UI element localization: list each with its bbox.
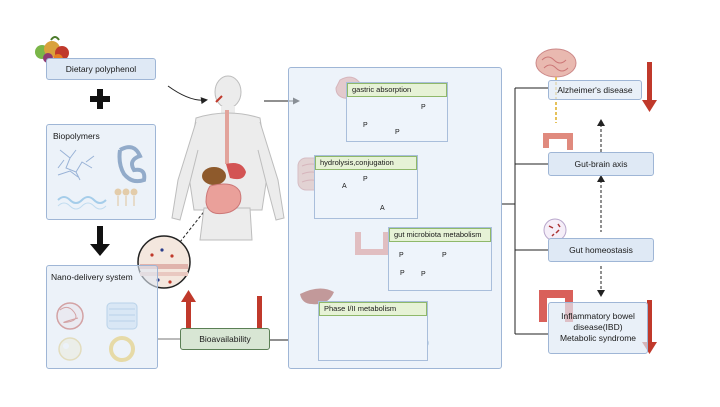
marker-a: A (380, 205, 385, 212)
marker-p: P (421, 104, 426, 111)
marker-p: P (363, 122, 368, 129)
gastric-absorption-step: gastric absorption (346, 82, 448, 142)
ibd-label-line1: Inflammatory bowel (561, 311, 635, 321)
gut-microbiota-label: gut microbiota metabolism (389, 228, 491, 242)
arrow-polyphenol-to-body (167, 85, 208, 105)
marker-p: P (400, 270, 405, 277)
human-body-icon (171, 75, 285, 241)
metabolic-syndrome-label: Metabolic syndrome (559, 333, 637, 343)
dietary-polyphenol-label: Dietary polyphenol (65, 64, 137, 74)
phase-metabolism-label: Phase I/II metabolism (319, 302, 427, 316)
bioavailability-up-arrow (181, 290, 196, 332)
alzheimer-down-arrow (642, 62, 657, 112)
brain-icon (535, 48, 577, 123)
marker-p: P (395, 129, 400, 136)
hydrolysis-step: hydrolysis,conjugation (314, 155, 418, 219)
nano-delivery-box: Nano-delivery system (46, 265, 158, 369)
alzheimers-label: Alzheimer's disease (557, 85, 633, 95)
dashed-arrow-down (597, 266, 605, 297)
gut-homeostasis-label: Gut homeostasis (569, 245, 633, 255)
bioavailability-label: Bioavailability (199, 334, 251, 344)
marker-p: P (399, 252, 404, 259)
gut-homeostasis-box: Gut homeostasis (548, 238, 654, 262)
ibd-label-line2: disease(IBD) (573, 322, 623, 332)
bioavailability-box: Bioavailability (180, 328, 270, 350)
dashed-arrow-up (597, 119, 605, 152)
gut-brain-axis-box: Gut-brain axis (548, 152, 654, 176)
biopolymers-label: Biopolymers (53, 131, 100, 141)
marker-p: P (363, 176, 368, 183)
large-intestine-icon (543, 133, 573, 150)
gut-microbiota-step: gut microbiota metabolism (388, 227, 492, 291)
down-arrow-biopolymers (90, 226, 110, 256)
marker-p: P (442, 252, 447, 259)
ibd-metabolic-box: Inflammatory bowel disease(IBD) Metaboli… (548, 302, 648, 354)
gut-brain-axis-label: Gut-brain axis (574, 159, 628, 169)
marker-p: P (421, 271, 426, 278)
hydrolysis-label: hydrolysis,conjugation (315, 156, 417, 170)
plus-icon (90, 89, 110, 109)
dietary-polyphenol-box: Dietary polyphenol (46, 58, 156, 80)
phase-metabolism-step: Phase I/II metabolism (318, 301, 428, 361)
alzheimers-box: Alzheimer's disease (548, 80, 642, 100)
nano-delivery-label: Nano-delivery system (51, 272, 133, 282)
bracket-to-outcomes (502, 87, 548, 335)
gastric-absorption-label: gastric absorption (347, 83, 447, 97)
marker-a: A (342, 183, 347, 190)
dashed-arrow-updown (597, 175, 605, 232)
biopolymers-box: Biopolymers (46, 124, 156, 220)
